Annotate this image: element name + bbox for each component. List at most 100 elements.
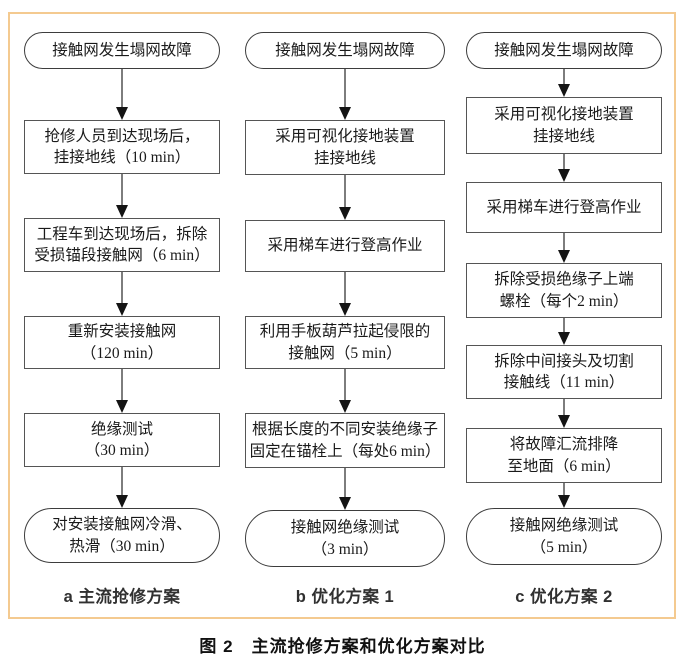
- flow-node-text: 采用梯车进行登高作业: [267, 237, 423, 255]
- arrowhead-icon: [339, 400, 351, 413]
- flow-node-text: （120 min）: [80, 344, 164, 362]
- flow-node-stadium: 对安装接触网冷滑、热滑（30 min）: [24, 508, 220, 563]
- arrowhead-icon: [116, 107, 128, 120]
- flow-node-rect: 采用梯车进行登高作业: [245, 220, 445, 272]
- flow-node-rect: 抢修人员到达现场后， 挂接地线（10 min）: [24, 120, 220, 174]
- flow-node-text: 接触网发生塌网故障: [494, 41, 634, 59]
- flow-arrow-down: [245, 68, 445, 120]
- flow-node-text: 接触线（11 min）: [503, 374, 625, 391]
- flow-node-rect: 工程车到达现场后，拆除受损锚段接触网（6 min）: [24, 218, 220, 272]
- flow-node-rect: 拆除中间接头及切割接触线（11 min）: [466, 345, 662, 399]
- flow-arrow-down: [466, 153, 662, 182]
- flow-node-text: （3 min）: [311, 540, 379, 558]
- flow-arrow-down: [24, 68, 220, 120]
- arrowhead-icon: [339, 303, 351, 316]
- flow-node-text: 受损锚段接触网（6 min）: [34, 247, 210, 264]
- flow-arrow-down: [245, 174, 445, 220]
- flow-node-text: 根据长度的不同安装绝缘子: [251, 421, 438, 439]
- arrowhead-icon: [558, 84, 570, 97]
- flow-arrow-down: [466, 317, 662, 345]
- arrow-shaft: [121, 173, 123, 208]
- arrowhead-icon: [116, 303, 128, 316]
- column-label-c: c 优化方案 2: [515, 588, 613, 606]
- flow-arrow-down: [466, 68, 662, 97]
- flow-node-text: 挂接地线: [532, 127, 595, 145]
- flow-node-text: 将故障汇流排降: [509, 436, 619, 454]
- flow-node-text: 热滑（30 min）: [69, 537, 175, 555]
- flow-node-text: 重新安装接触网: [67, 323, 177, 341]
- flow-node-rect: 根据长度的不同安装绝缘子固定在锚栓上（每处6 min）: [245, 413, 445, 468]
- flow-node-text: 接触网（5 min）: [288, 344, 402, 362]
- arrow-shaft: [121, 466, 123, 498]
- arrow-shaft: [563, 68, 565, 87]
- arrowhead-icon: [558, 169, 570, 182]
- flow-node-rect: 采用梯车进行登高作业: [466, 182, 662, 233]
- flow-node-stadium: 接触网发生塌网故障: [466, 32, 662, 69]
- flow-node-text: 固定在锚栓上（每处6 min）: [249, 442, 441, 460]
- column-label-b: b 优化方案 1: [295, 588, 395, 606]
- flow-node-rect: 绝缘测试（30 min）: [24, 413, 220, 467]
- arrow-shaft: [121, 271, 123, 306]
- flow-node-text: 接触网绝缘测试: [290, 519, 400, 537]
- flow-arrow-down: [24, 368, 220, 413]
- arrowhead-icon: [558, 495, 570, 508]
- arrow-shaft: [344, 174, 346, 210]
- flow-node-rect: 将故障汇流排降至地面（6 min）: [466, 428, 662, 483]
- flow-node-rect: 利用手板葫芦拉起侵限的接触网（5 min）: [245, 316, 445, 369]
- flow-node-text: 采用梯车进行登高作业: [486, 198, 642, 216]
- arrowhead-icon: [339, 497, 351, 510]
- flow-node-stadium: 接触网绝缘测试 （5 min）: [466, 508, 662, 565]
- flow-node-text: 挂接地线: [313, 149, 376, 167]
- figure-caption: 图 2 主流抢修方案和优化方案对比: [199, 637, 486, 656]
- flow-node-rect: 采用可视化接地装置挂接地线: [245, 120, 445, 175]
- arrowhead-icon: [116, 205, 128, 218]
- flow-arrow-down: [466, 232, 662, 263]
- arrow-shaft: [563, 153, 565, 172]
- arrow-shaft: [563, 317, 565, 335]
- flow-arrow-down: [24, 466, 220, 508]
- arrowhead-icon: [558, 250, 570, 263]
- flow-node-text: 螺栓（每个2 min）: [499, 292, 629, 310]
- flow-node-rect: 重新安装接触网 （120 min）: [24, 316, 220, 369]
- flow-node-text: 绝缘测试: [90, 420, 153, 438]
- flow-node-rect: 采用可视化接地装置挂接地线: [466, 97, 662, 154]
- flow-node-text: 对安装接触网冷滑、: [52, 516, 192, 534]
- flow-node-text: 挂接地线（10 min）: [53, 149, 191, 166]
- flow-arrow-down: [24, 173, 220, 218]
- arrow-shaft: [563, 398, 565, 418]
- flow-node-text: 抢修人员到达现场后，: [44, 127, 200, 145]
- flow-node-text: 拆除受损绝缘子上端: [494, 271, 634, 289]
- flow-node-rect: 拆除受损绝缘子上端螺栓（每个2 min）: [466, 263, 662, 318]
- arrowhead-icon: [558, 415, 570, 428]
- arrow-shaft: [121, 68, 123, 110]
- arrow-shaft: [344, 68, 346, 110]
- arrow-shaft: [563, 482, 565, 498]
- arrow-shaft: [121, 368, 123, 403]
- flow-node-stadium: 接触网发生塌网故障: [245, 32, 445, 69]
- flow-node-text: 采用可视化接地装置: [494, 106, 634, 124]
- flow-node-text: 采用可视化接地装置: [275, 128, 415, 146]
- column-label-a: a 主流抢修方案: [63, 588, 181, 606]
- arrowhead-icon: [558, 332, 570, 345]
- arrow-shaft: [344, 271, 346, 306]
- arrow-shaft: [344, 368, 346, 403]
- flow-node-text: 至地面（6 min）: [507, 457, 621, 475]
- arrowhead-icon: [116, 400, 128, 413]
- arrow-shaft: [344, 467, 346, 500]
- flow-node-text: 工程车到达现场后，拆除: [36, 225, 208, 243]
- flow-node-stadium: 接触网绝缘测试 （3 min）: [245, 510, 445, 567]
- flow-node-text: 接触网发生塌网故障: [275, 41, 415, 59]
- arrow-shaft: [563, 232, 565, 253]
- flow-node-text: 拆除中间接头及切割: [494, 352, 634, 370]
- flow-arrow-down: [245, 368, 445, 413]
- flow-node-text: （5 min）: [530, 538, 598, 556]
- flow-arrow-down: [466, 398, 662, 428]
- flow-node-text: 接触网绝缘测试: [509, 517, 619, 535]
- flow-node-text: 接触网发生塌网故障: [52, 41, 192, 59]
- flow-node-stadium: 接触网发生塌网故障: [24, 32, 220, 69]
- arrowhead-icon: [116, 495, 128, 508]
- arrowhead-icon: [339, 207, 351, 220]
- arrowhead-icon: [339, 107, 351, 120]
- flow-node-text: 利用手板葫芦拉起侵限的: [259, 323, 431, 341]
